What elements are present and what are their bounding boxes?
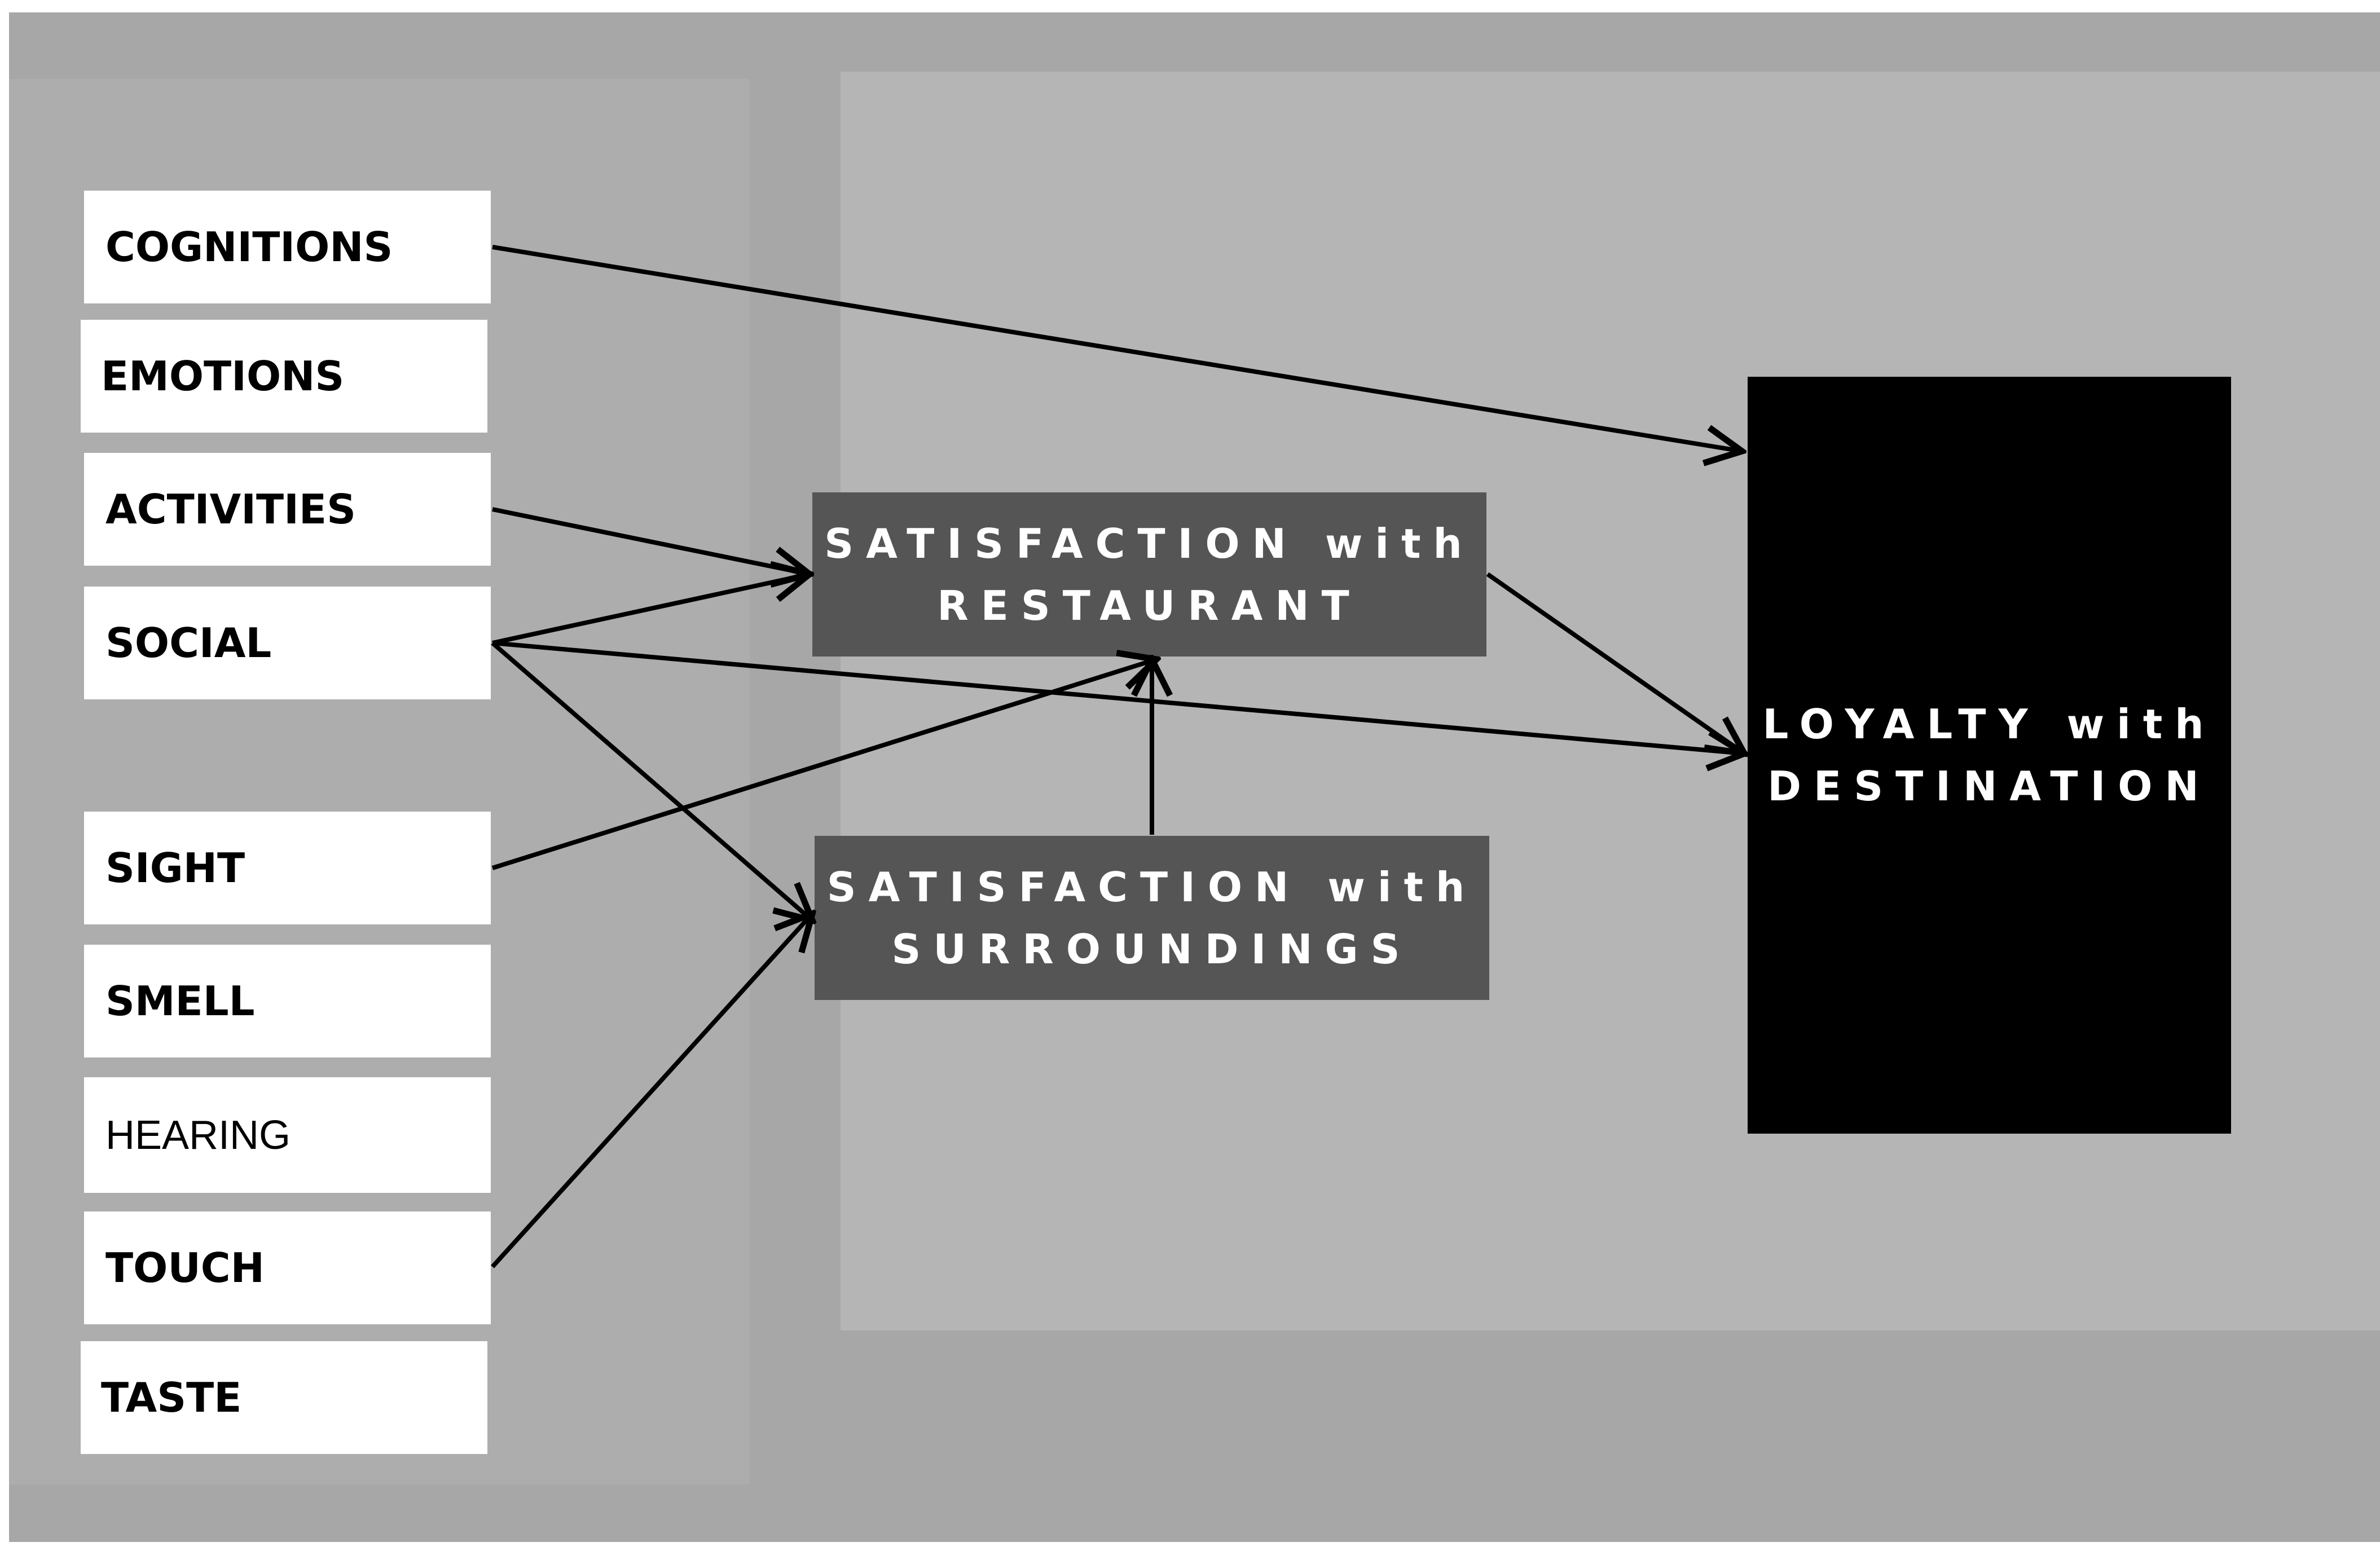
node-touch: TOUCH: [84, 1211, 491, 1324]
node-emotions-label: EMOTIONS: [101, 352, 345, 400]
satisfaction-surroundings-line2: SURROUNDINGS: [891, 925, 1413, 973]
satisfaction-surroundings-line1: SATISFACTION with: [826, 863, 1477, 911]
node-sight-label: SIGHT: [105, 844, 245, 892]
node-smell: SMELL: [84, 945, 491, 1058]
node-social: SOCIAL: [84, 587, 491, 699]
node-hearing: HEARING: [84, 1077, 491, 1193]
node-hearing-label: HEARING: [105, 1112, 291, 1158]
node-activities-label: ACTIVITIES: [105, 486, 356, 533]
node-emotions: EMOTIONS: [81, 320, 487, 433]
satisfaction-restaurant-line2: RESTAURANT: [937, 581, 1362, 629]
node-social-label: SOCIAL: [105, 619, 272, 667]
node-sight: SIGHT: [84, 812, 491, 924]
loyalty-line2: DESTINATION: [1767, 763, 2211, 810]
node-cognitions: COGNITIONS: [84, 191, 491, 303]
loyalty-line1: LOYALTY with: [1762, 700, 2216, 748]
node-taste: TASTE: [81, 1341, 487, 1454]
node-cognitions-label: COGNITIONS: [105, 223, 393, 271]
node-taste-label: TASTE: [101, 1374, 242, 1421]
node-activities: ACTIVITIES: [84, 453, 491, 566]
node-satisfaction-surroundings: SATISFACTION with SURROUNDINGS: [815, 836, 1489, 1000]
node-satisfaction-restaurant: SATISFACTION with RESTAURANT: [812, 492, 1486, 656]
satisfaction-restaurant-line1: SATISFACTION with: [824, 519, 1475, 567]
node-loyalty-destination: LOYALTY with DESTINATION: [1748, 377, 2231, 1134]
node-smell-label: SMELL: [105, 977, 255, 1025]
node-touch-label: TOUCH: [105, 1244, 265, 1292]
